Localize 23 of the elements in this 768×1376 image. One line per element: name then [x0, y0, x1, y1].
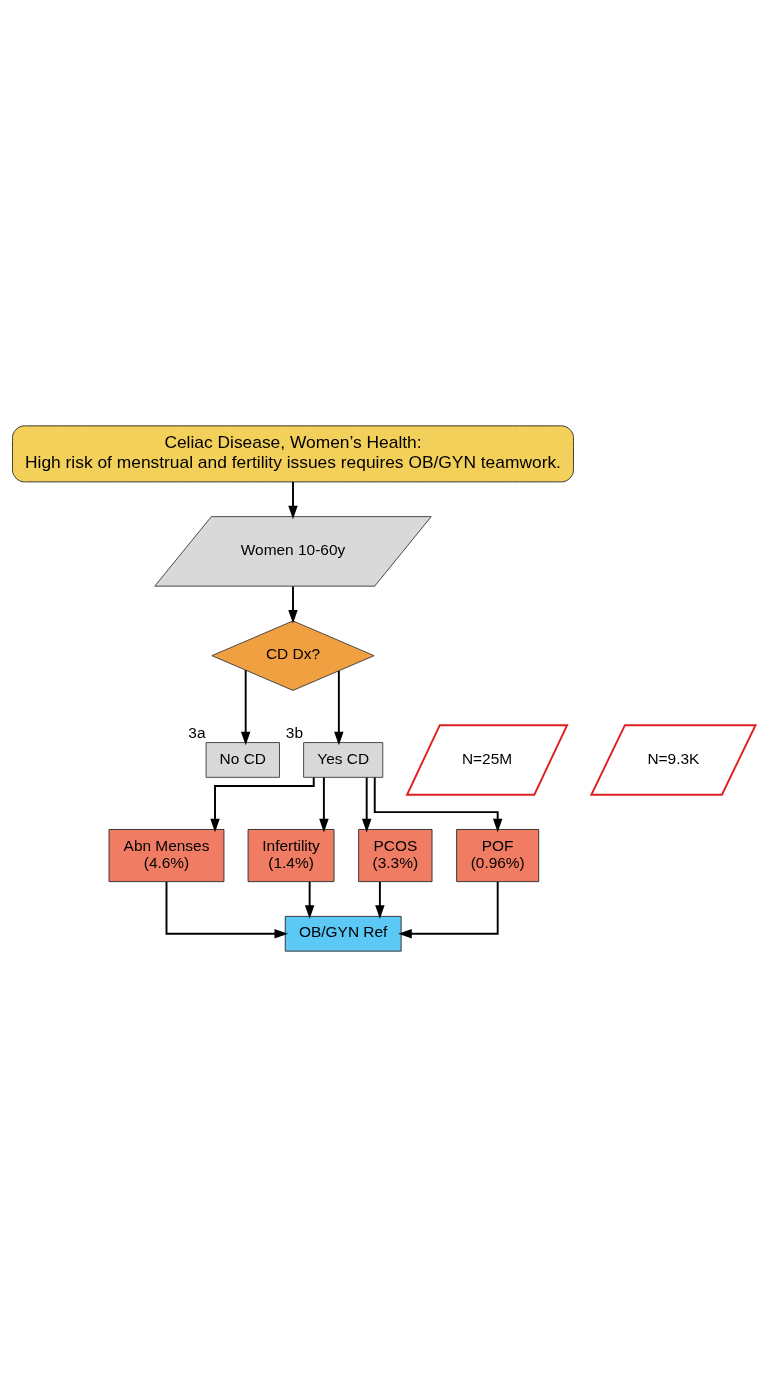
- node-diamond: CD Dx?: [211, 619, 375, 691]
- node-box: OB/GYN Ref: [284, 915, 402, 952]
- arrow: [373, 776, 503, 832]
- arrow: [319, 776, 329, 832]
- arrow: [375, 880, 385, 919]
- arrow: [334, 669, 344, 745]
- node-box: Infertility (1.4%): [247, 828, 335, 882]
- node-box: PCOS (3.3%): [358, 828, 433, 882]
- arrow: [165, 880, 289, 938]
- node-box: Yes CD: [303, 741, 384, 778]
- node-label: 3a: [188, 723, 206, 741]
- arrow: [361, 776, 372, 832]
- arrow: [288, 584, 298, 623]
- node-box: Celiac Disease, Women’s Health: High risk of menstrual and fertility issues requires OB/GYN teamwork.: [12, 424, 574, 482]
- arrow: [398, 880, 499, 938]
- node-box: No CD: [205, 741, 280, 778]
- arrow: [288, 480, 298, 519]
- arrow: [240, 668, 251, 745]
- node-label: 3b: [285, 723, 304, 741]
- arrow: [304, 880, 315, 919]
- node-box: Abn Menses (4.6%): [108, 828, 225, 882]
- node-box: POF (0.96%): [456, 828, 540, 882]
- arrow: [210, 776, 315, 832]
